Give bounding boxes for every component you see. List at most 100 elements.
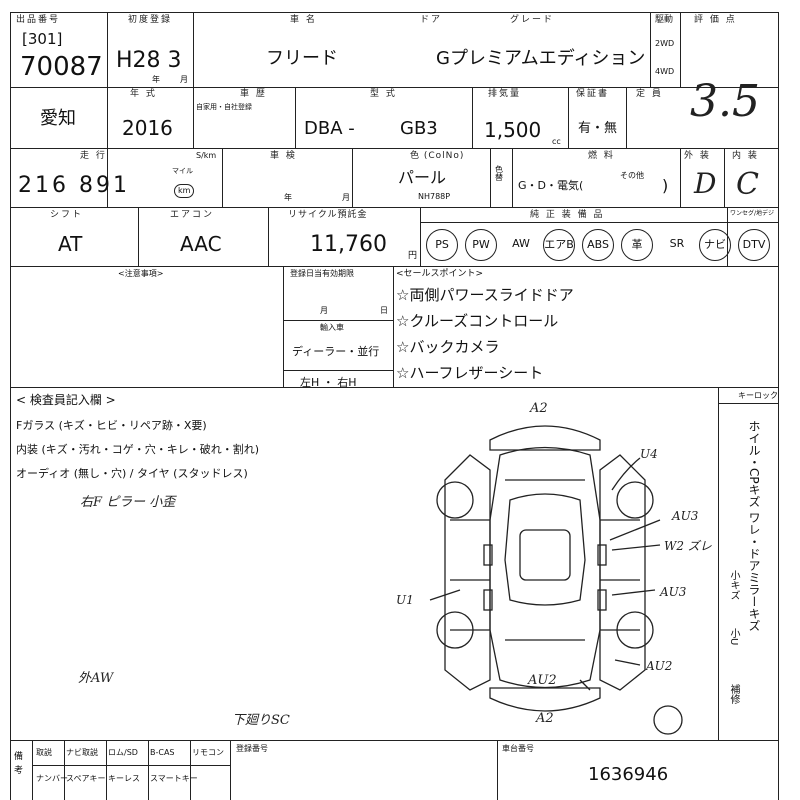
mark-right-front-door: AU3 <box>672 509 699 523</box>
mark-right-mirror: U4 <box>640 447 658 461</box>
drive-4wd: 4WD <box>655 67 675 76</box>
venue-label: 出品番号 <box>16 15 61 25</box>
equipment-4: ABS <box>582 229 614 261</box>
shift-label: シフト <box>50 210 84 220</box>
mark-rear-bumper: AU2 <box>528 673 557 688</box>
footer-equip-top-item: B-CAS <box>150 748 175 757</box>
handle-side: 左H ・ 右H <box>300 376 357 389</box>
mileage-unit-mile: マイル <box>172 167 193 175</box>
score-label: 評 価 点 <box>694 15 737 25</box>
inspection-title: < 検査員記入欄 > <box>16 393 116 407</box>
deadline-month: 月 <box>320 306 328 315</box>
drive-label: 駆動 <box>655 15 674 25</box>
fuel-options: G・D・電気( <box>518 179 584 192</box>
sales-label: <セールスポイント> <box>396 269 484 279</box>
sales-point: ☆バックカメラ <box>396 338 500 356</box>
registration-label: 登録番号 <box>236 744 268 753</box>
equipment-0: PS <box>426 229 458 261</box>
chassis-label: 車台番号 <box>502 744 534 753</box>
inspection-year: 年 <box>284 193 292 202</box>
yen-unit: 円 <box>408 251 418 261</box>
footer-equip-top-item: ナビ取説 <box>66 748 98 757</box>
first-reg-label: 初度登録 <box>128 15 173 25</box>
mark-right-rear-door: AU3 <box>660 585 687 599</box>
mark-left-side: U1 <box>396 593 414 607</box>
equipment-3: エアB <box>543 229 575 261</box>
deadline-label: 登録日当有効期限 <box>290 269 354 278</box>
mileage-label: 走 行 <box>80 151 107 161</box>
inspection-month: 月 <box>342 193 350 202</box>
footer-equip-top-item: 取説 <box>36 748 52 757</box>
mileage-unit-km: km <box>174 184 195 198</box>
remarks-side-label: 備 考 <box>14 752 24 776</box>
audio-line: オーディオ (無し・穴) / タイヤ (スタッドレス) <box>16 467 248 480</box>
side-sub-small-dent: 小U <box>728 628 739 646</box>
score: 3.5 <box>690 76 760 127</box>
sales-point: ☆クルーズコントロール <box>396 312 559 330</box>
first-reg-value: H28 3 <box>116 48 182 73</box>
type-code: GB3 <box>400 118 438 139</box>
footer-equip-top-item: リモコン <box>192 748 224 757</box>
caution-label: <注意事項> <box>118 269 164 278</box>
door-label: ドア <box>420 15 443 25</box>
exterior: D <box>694 167 717 200</box>
equipment-label: 純 正 装 備 品 <box>530 210 605 220</box>
import-dealer: ディーラー・並行 <box>292 345 380 358</box>
fuel-label: 燃 料 <box>588 151 615 161</box>
equipment-7: ナビ <box>699 229 731 261</box>
equipment-2: AW <box>512 237 530 250</box>
warranty-label: 保証書 <box>576 89 610 99</box>
model-year: 2016 <box>122 116 173 140</box>
cc-unit: cc <box>552 137 561 146</box>
year-unit: 年 <box>152 75 160 84</box>
color-label: 色 (ColNo) <box>410 151 465 161</box>
shift: AT <box>58 232 83 256</box>
mileage: 216 891 <box>18 173 130 198</box>
glass-line: Fガラス (キズ・ヒビ・リペア跡・X要) <box>16 419 207 432</box>
note-outer-aw: 外AW <box>78 671 114 686</box>
note-right-front-pillar: 右F ピラー 小歪 <box>80 495 176 510</box>
footer-equip-bottom-item: ナンバー <box>36 774 68 783</box>
recycle-label: リサイクル預託金 <box>288 210 368 220</box>
color-change-label: 色 替 <box>495 165 503 182</box>
note-underbody: 下廻りSC <box>232 713 290 728</box>
displacement: 1,500 <box>484 118 542 142</box>
ac: AAC <box>180 232 222 256</box>
equipment-5: 革 <box>621 229 653 261</box>
grade: Gプレミアムエディション <box>436 48 646 69</box>
interior-label: 内 装 <box>732 151 759 161</box>
displacement-label: 排気量 <box>488 89 522 99</box>
equipment-8: DTV <box>738 229 770 261</box>
history-sub: 自家用・自社登録 <box>196 103 252 111</box>
mark-front: A2 <box>530 401 548 416</box>
interior: C <box>736 167 759 202</box>
model-name-label: 車 名 <box>290 15 317 25</box>
mark-right-fender-rear: AU2 <box>646 659 673 673</box>
drive-2wd: 2WD <box>655 39 675 48</box>
side-sub-small-scratch: 小キズ <box>728 570 739 600</box>
fuel-other: その他 <box>620 171 644 180</box>
ac-label: エアコン <box>170 210 215 220</box>
capacity-label: 定 員 <box>636 89 663 99</box>
footer-equip-bottom-item: スマートキー <box>150 774 198 783</box>
type-prefix: DBA - <box>304 118 355 139</box>
fuel-close: ) <box>662 176 669 195</box>
import-label: 輸入車 <box>320 323 344 332</box>
tv-label: ワンセグ/地デジ <box>730 210 775 217</box>
mileage-unit-note: S/km <box>196 151 217 160</box>
grade-label: グレード <box>510 15 555 25</box>
footer-equip-bottom-item: キーレス <box>108 774 140 783</box>
color-code: NH788P <box>418 192 451 201</box>
equipment-1: PW <box>465 229 497 261</box>
side-legend: ホイル・CPキズ ワレ・ドアミラーキズ <box>747 420 761 632</box>
keyless-label: キーロック <box>738 391 778 400</box>
lot-prefix: [301] <box>22 30 63 48</box>
recycle: 11,760 <box>310 232 387 257</box>
equipment-6: SR <box>669 237 685 250</box>
inspection-label: 車 検 <box>270 151 297 161</box>
sales-point: ☆ハーフレザーシート <box>396 364 544 382</box>
type-label: 型 式 <box>370 89 397 99</box>
warranty-value: 有・無 <box>578 121 618 136</box>
mark-rear: A2 <box>536 711 554 726</box>
